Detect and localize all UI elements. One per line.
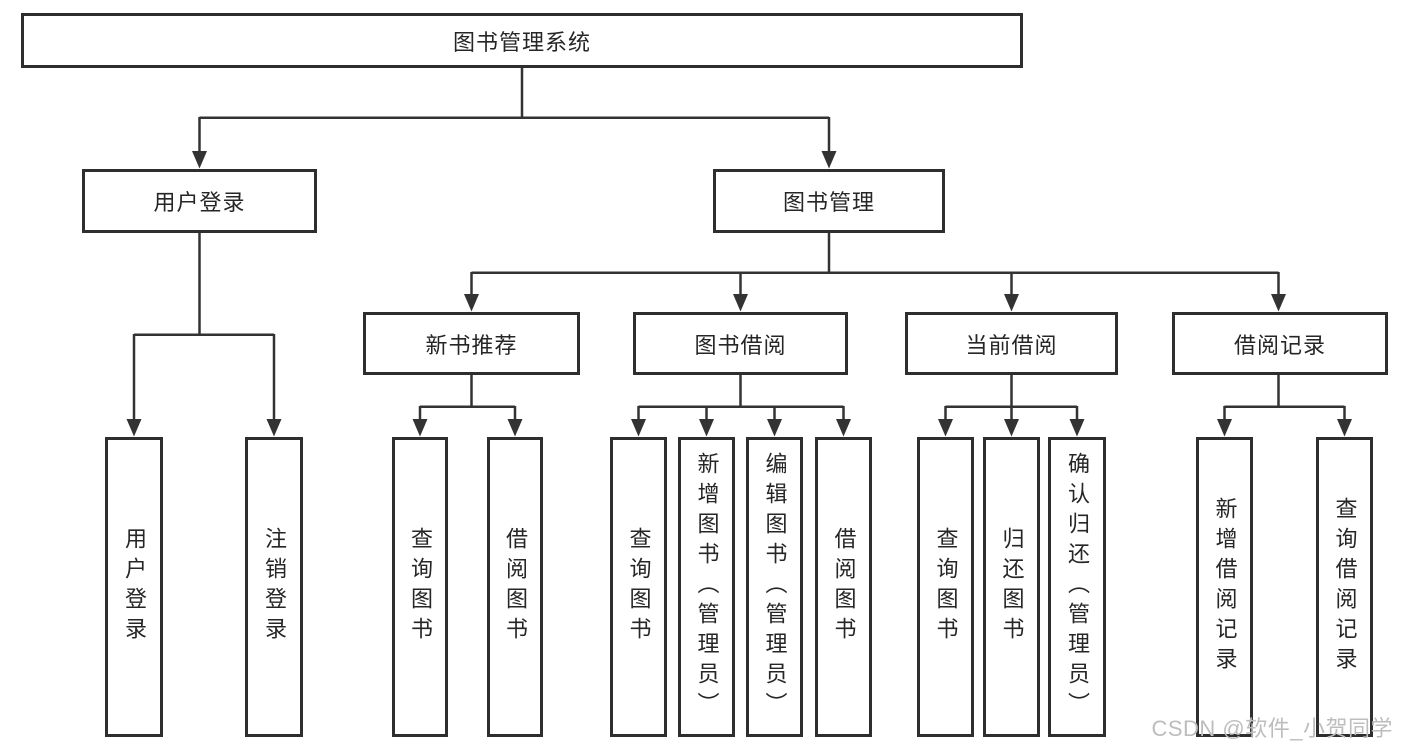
leaf-cb-query-book: 查询图书 xyxy=(917,437,974,737)
watermark: CSDN @软件_小贺同学 xyxy=(1151,716,1393,741)
leaf-cb-confirm-return-admin: 确认归还（管理员） xyxy=(1048,437,1106,737)
node-new-book-recommend: 新书推荐 xyxy=(363,312,580,375)
node-borrowing-records: 借阅记录 xyxy=(1172,312,1388,375)
node-book-management: 图书管理 xyxy=(713,169,945,233)
node-user-login: 用户登录 xyxy=(82,169,317,233)
node-book-borrowing: 图书借阅 xyxy=(633,312,848,375)
leaf-nb-borrow-book: 借阅图书 xyxy=(487,437,543,737)
arrowheads xyxy=(126,151,1352,437)
leaf-bb-add-book-admin: 新增图书（管理员） xyxy=(678,437,735,737)
leaf-bb-edit-book-admin: 编辑图书（管理员） xyxy=(746,437,803,737)
leaf-nb-query-book: 查询图书 xyxy=(392,437,448,737)
leaf-br-add-record: 新增借阅记录 xyxy=(1196,437,1253,737)
leaf-cb-return-book: 归还图书 xyxy=(983,437,1040,737)
leaf-logout: 注销登录 xyxy=(245,437,303,737)
leaf-bb-query-book: 查询图书 xyxy=(610,437,667,737)
leaf-user-login: 用户登录 xyxy=(105,437,163,737)
leaf-bb-borrow-book: 借阅图书 xyxy=(815,437,872,737)
leaf-br-query-record: 查询借阅记录 xyxy=(1316,437,1373,737)
node-current-borrowing: 当前借阅 xyxy=(905,312,1118,375)
node-root-library-system: 图书管理系统 xyxy=(21,13,1023,68)
